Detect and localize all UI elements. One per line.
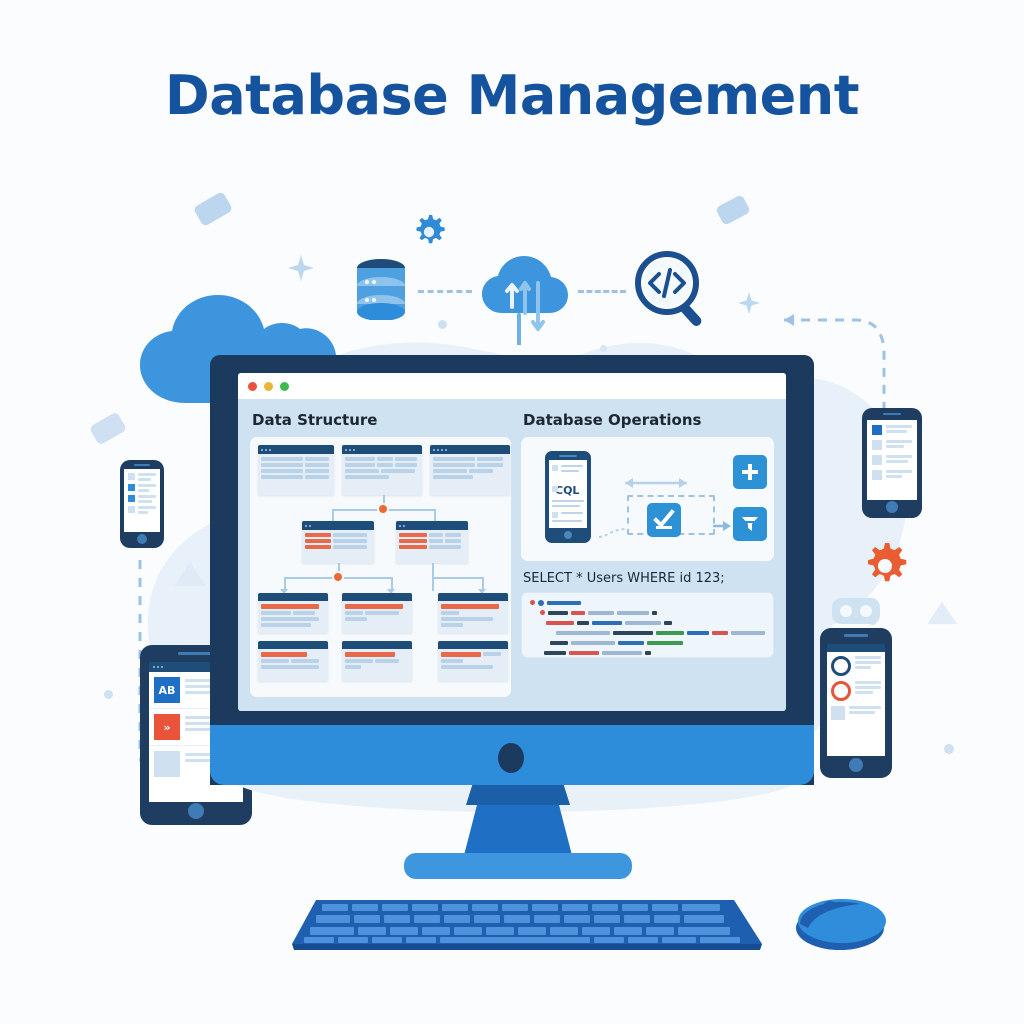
table-card[interactable] — [342, 641, 412, 681]
decor-dot — [104, 690, 113, 699]
sparkle-icon — [288, 255, 314, 281]
sql-phone-label: CQL — [555, 484, 580, 497]
table-card[interactable] — [438, 593, 508, 633]
database-operations-panel: Database Operations CQL — [521, 411, 774, 697]
sparkle-icon — [738, 292, 760, 314]
table-card[interactable] — [258, 593, 328, 633]
monitor-stand-foot — [404, 853, 632, 879]
gear-icon — [416, 215, 445, 244]
mouse[interactable] — [790, 890, 890, 954]
decor-dot — [438, 320, 447, 329]
connector — [383, 495, 385, 509]
keyboard[interactable] — [282, 896, 762, 952]
table-card[interactable] — [396, 521, 468, 563]
decor-dot — [600, 345, 607, 352]
monitor: Data Structure — [210, 355, 814, 785]
filter-tile[interactable] — [733, 507, 767, 541]
gear-icon-orange — [868, 543, 907, 582]
plus-icon — [742, 464, 758, 480]
tile-chevron: » — [154, 714, 180, 740]
decor-triangle — [174, 562, 206, 586]
table-card[interactable] — [430, 445, 510, 495]
scroll-wheel — [824, 901, 836, 909]
bidirectional-arrow — [625, 478, 687, 488]
arrow-head — [387, 589, 395, 594]
table-card[interactable] — [258, 445, 334, 495]
tile-ab: AB — [154, 677, 180, 703]
er-diagram — [250, 437, 511, 697]
connector — [332, 509, 334, 521]
database-cylinder-icon — [357, 259, 405, 320]
connector — [284, 577, 286, 591]
monitor-stand-neck-top — [466, 785, 570, 805]
sql-phone: CQL — [545, 451, 591, 543]
connector-node — [334, 573, 342, 581]
page-title: Database Management — [164, 64, 860, 127]
check-tile[interactable] — [647, 503, 681, 537]
window-titlebar — [238, 373, 786, 399]
connector — [338, 563, 340, 577]
dashed-curved-arrow — [784, 314, 886, 520]
tablet-right-bottom — [820, 628, 892, 778]
er-diagram-area[interactable] — [250, 437, 511, 697]
connector — [391, 577, 393, 591]
data-structure-panel: Data Structure — [250, 411, 511, 697]
dashed-connector — [578, 290, 626, 293]
close-icon[interactable] — [248, 381, 257, 391]
code-search-icon — [635, 251, 702, 326]
monitor-screen: Data Structure — [238, 373, 786, 711]
phone-left-top — [120, 460, 164, 548]
dotted-link — [598, 528, 628, 538]
connector — [482, 577, 484, 591]
decor-dot — [944, 744, 954, 754]
table-card[interactable] — [302, 521, 374, 563]
table-card[interactable] — [438, 641, 508, 681]
dashed-connector — [418, 290, 472, 293]
monitor-logo — [498, 743, 524, 773]
table-card[interactable] — [258, 641, 328, 681]
check-icon — [653, 509, 675, 529]
maximize-icon[interactable] — [280, 381, 289, 391]
connector — [434, 509, 436, 521]
connector-node — [379, 505, 387, 513]
arrow-to-filter — [713, 521, 731, 531]
code-editor-block[interactable] — [521, 592, 774, 658]
add-tile[interactable] — [733, 455, 767, 489]
cloud-sync-icon — [482, 256, 568, 345]
phone-right-top — [862, 408, 922, 518]
sql-query-text: SELECT * Users WHERE id 123; — [523, 571, 725, 586]
vr-goggles-decor — [832, 598, 880, 624]
data-structure-heading: Data Structure — [252, 411, 378, 429]
funnel-icon — [742, 517, 758, 531]
table-card[interactable] — [342, 593, 412, 633]
app-body: Data Structure — [238, 399, 786, 711]
arrow-head — [280, 589, 288, 594]
table-card[interactable] — [342, 445, 422, 495]
minimize-icon[interactable] — [264, 381, 273, 391]
decor-triangle — [927, 601, 957, 625]
operations-diagram[interactable]: CQL — [521, 437, 774, 561]
database-operations-heading: Database Operations — [523, 411, 702, 429]
connector — [432, 577, 482, 579]
arrow-head — [478, 589, 486, 594]
